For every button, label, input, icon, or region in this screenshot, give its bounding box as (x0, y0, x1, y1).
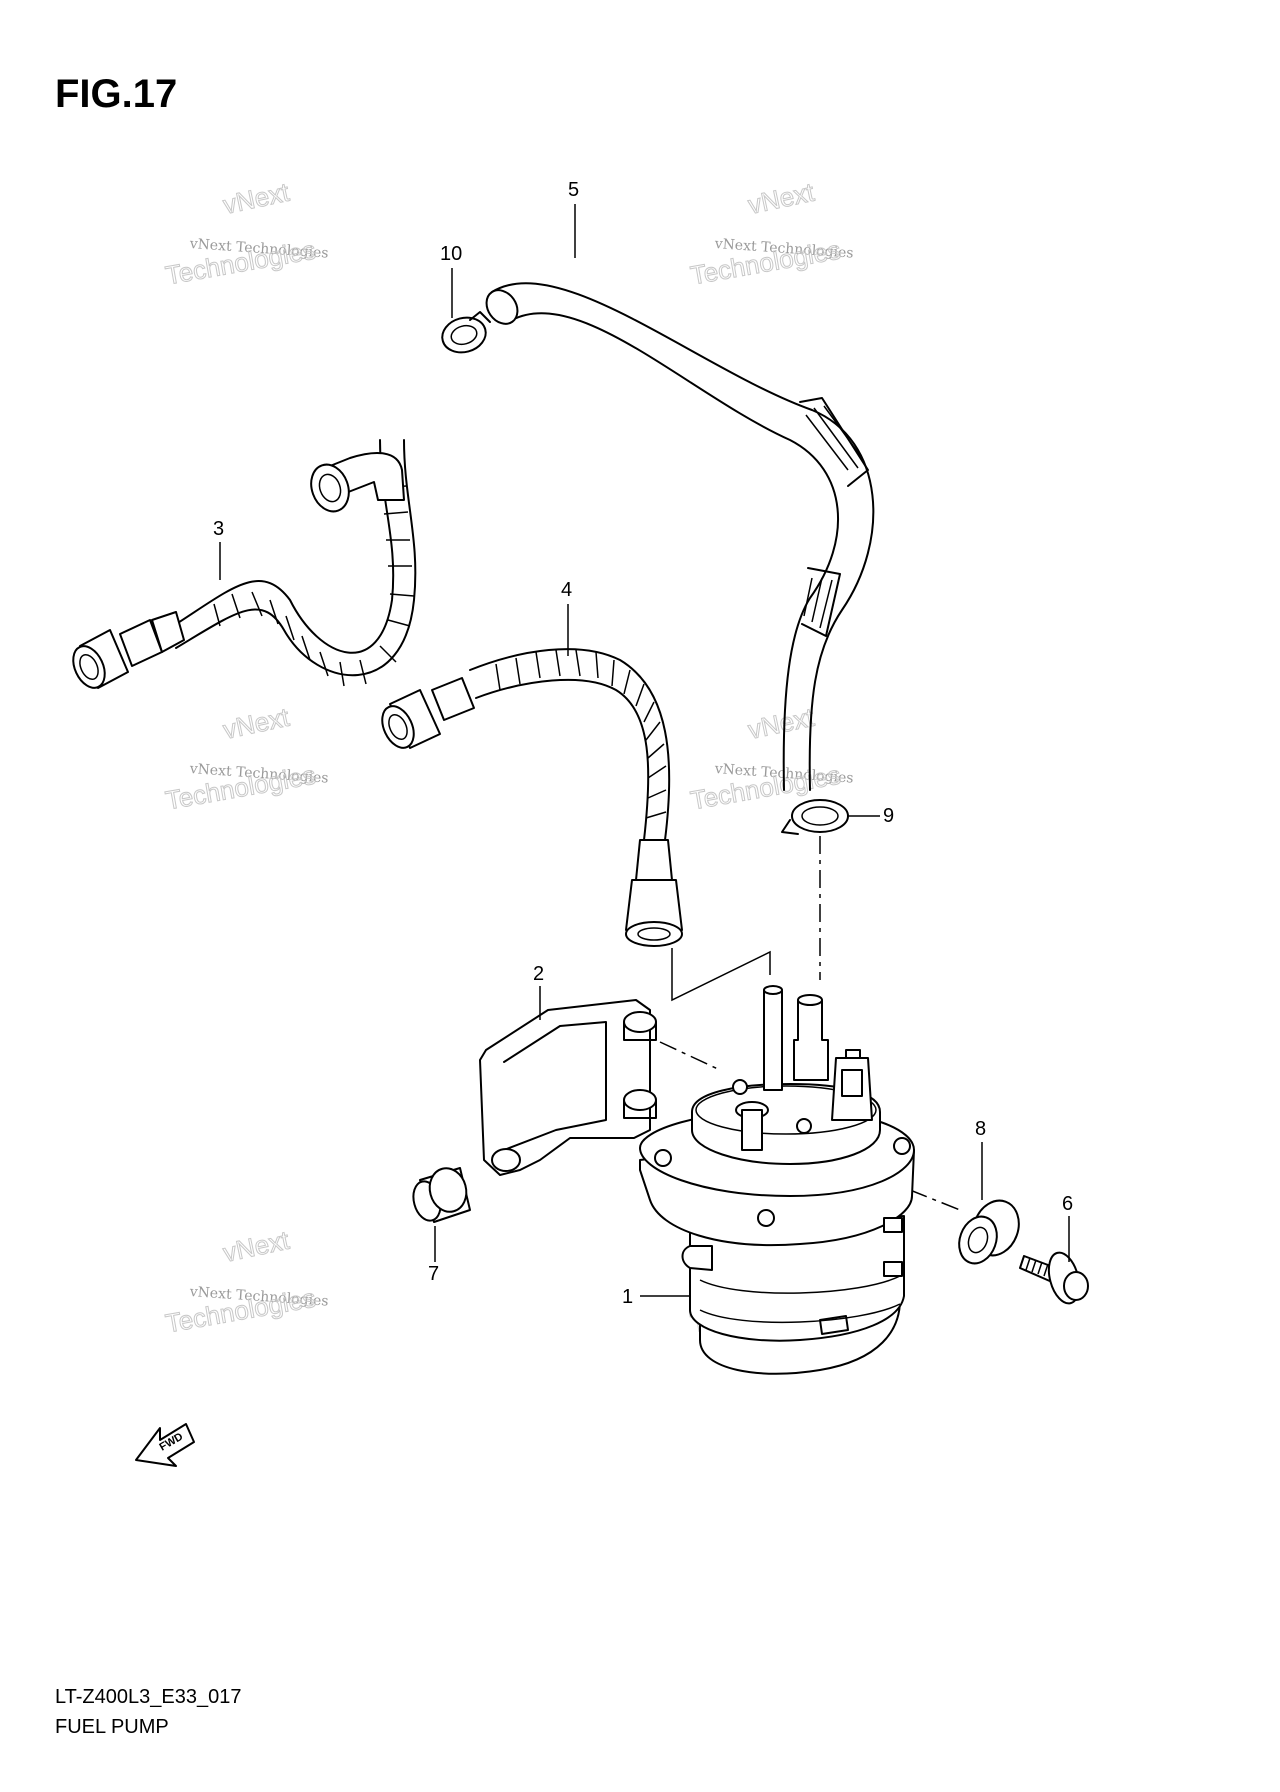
watermark-line1: vNext (220, 177, 292, 220)
part-8-cushion (958, 1199, 1020, 1265)
part-6-bolt (1019, 1251, 1089, 1305)
connector-4-left (381, 677, 475, 749)
connector-3-right (310, 452, 405, 513)
diagram-name: FUEL PUMP (55, 1716, 169, 1738)
watermark-3: vNext vNext Technologies Technologies (163, 701, 329, 816)
callout-2-label: 2 (533, 963, 544, 985)
callouts: 1 2 3 4 5 6 7 (213, 179, 1073, 1308)
callout-9: 9 (848, 805, 894, 827)
callout-5-label: 5 (568, 179, 579, 201)
part-10-hose-clamp (441, 311, 491, 354)
part-2-bracket (479, 999, 657, 1176)
watermark-line1: vNext (220, 702, 292, 745)
callout-1-label: 1 (622, 1286, 633, 1308)
callout-9-label: 9 (883, 805, 894, 827)
figure-title: FIG.17 (55, 72, 178, 116)
part-9-hose-clamp (781, 799, 849, 835)
callout-7: 7 (428, 1226, 439, 1285)
part-4-fuel-hose (381, 648, 683, 947)
fwd-arrow-icon: FWD (135, 1423, 195, 1467)
callout-4: 4 (561, 579, 572, 656)
callout-2: 2 (533, 963, 544, 1020)
watermark-4: vNext vNext Technologies Technologies (688, 701, 854, 816)
bracket-boss-upper (623, 1011, 657, 1041)
pump-outlet-pipe (735, 985, 783, 1151)
watermark-1: vNext vNext Technologies Technologies (163, 176, 329, 291)
callout-8-label: 8 (975, 1118, 986, 1140)
connector-3-left (72, 611, 185, 689)
hose-sleeve-lower (801, 567, 841, 637)
callout-4-label: 4 (561, 579, 572, 601)
part-3-fuel-hose-assy (72, 439, 417, 689)
watermark-2: vNext vNext Technologies Technologies (688, 176, 854, 291)
assembly-guide-lines (659, 836, 961, 1211)
hose-3-coil-wraps (213, 485, 415, 687)
connector-4-bottom (625, 839, 683, 947)
hose-4-coil-wraps (495, 649, 667, 819)
watermark-line1: vNext (220, 1225, 292, 1268)
watermark-5: vNext vNext Technologies Technologies (163, 1224, 329, 1339)
diagram-code: LT-Z400L3_E33_017 (55, 1686, 242, 1708)
pump-electrical-connector (831, 1049, 873, 1121)
callout-8: 8 (975, 1118, 986, 1200)
pump-return-pipe (793, 994, 829, 1081)
hose-sleeve-upper (799, 397, 869, 487)
bracket-boss-lower (623, 1089, 657, 1119)
callout-1: 1 (622, 1286, 690, 1308)
callout-5: 5 (568, 179, 579, 258)
callout-6: 6 (1062, 1193, 1073, 1262)
part-7-cushion (412, 1167, 471, 1223)
callout-10: 10 (440, 243, 462, 318)
callout-3: 3 (213, 518, 224, 580)
callout-6-label: 6 (1062, 1193, 1073, 1215)
watermark-line1: vNext (745, 702, 817, 745)
callout-3-label: 3 (213, 518, 224, 540)
callout-7-label: 7 (428, 1263, 439, 1285)
part-5-fuel-hose (485, 282, 875, 791)
watermark-line1: vNext (745, 177, 817, 220)
part-1-fuel-pump (639, 985, 915, 1375)
callout-10-label: 10 (440, 243, 462, 265)
